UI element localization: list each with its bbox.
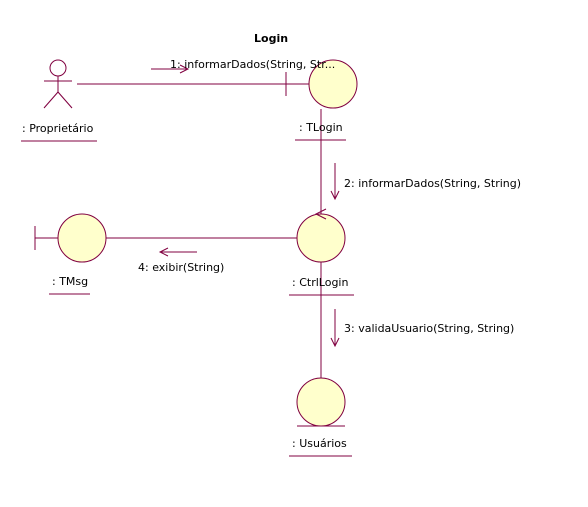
object-label-proprietario: : Proprietário (22, 122, 94, 135)
message-label-2: 2: informarDados(String, String) (344, 177, 521, 190)
entity-icon[interactable] (296, 377, 346, 427)
control-icon[interactable] (296, 208, 346, 263)
boundary-icon[interactable] (34, 213, 107, 263)
message-arrow-icon (330, 163, 340, 201)
message-label-1: 1: informarDados(String, Str... (170, 58, 335, 71)
message-arrow-icon (330, 309, 340, 348)
object-label-ctrllogin: : CtrlLogin (292, 276, 348, 289)
object-label-tmsg: : TMsg (52, 275, 88, 288)
object-label-usuarios: : Usuários (292, 437, 347, 450)
message-arrow-icon (151, 64, 190, 74)
message-arrow-icon (158, 247, 197, 257)
diagram-title: Login (254, 32, 288, 45)
message-label-4: 4: exibir(String) (138, 261, 224, 274)
object-label-tlogin: : TLogin (299, 121, 343, 134)
boundary-icon[interactable] (285, 59, 358, 109)
message-label-3: 3: validaUsuario(String, String) (344, 322, 514, 335)
actor-icon[interactable] (43, 59, 73, 109)
